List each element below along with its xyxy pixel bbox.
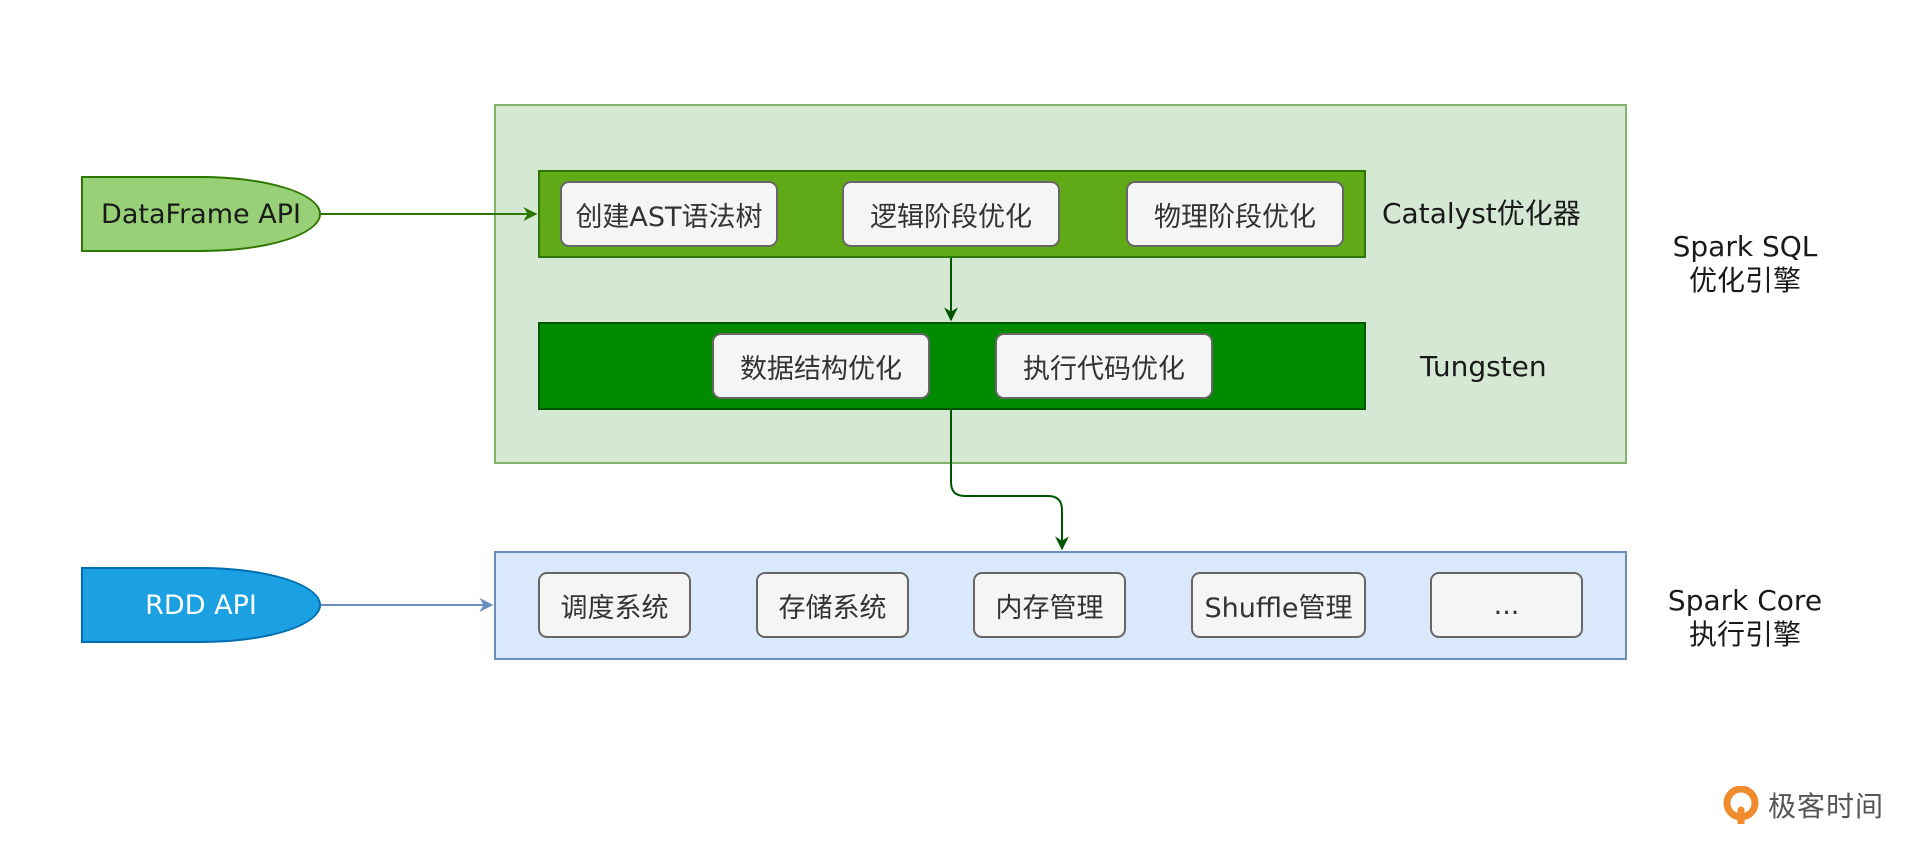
tungsten-band (538, 322, 1366, 410)
spark-core-label-line2: 执行引擎 (1688, 618, 1801, 651)
module-memory-management: 内存管理 (973, 572, 1126, 638)
geektime-logo-text: 极客时间 (1768, 790, 1885, 823)
geektime-logo: 极客时间 (1722, 782, 1902, 828)
spark-sql-label-line1: Spark SQL (1672, 230, 1818, 263)
geektime-logo-icon (1722, 785, 1760, 827)
module-shuffle-management: Shuffle管理 (1191, 572, 1366, 638)
step-logical-optimization: 逻辑阶段优化 (842, 181, 1060, 247)
step-physical-optimization: 物理阶段优化 (1126, 181, 1344, 247)
step-data-structure-optimization: 数据结构优化 (712, 333, 930, 399)
spark-sql-label: Spark SQL 优化引擎 (1640, 230, 1850, 298)
module-more: ... (1430, 572, 1583, 638)
step-create-ast: 创建AST语法树 (560, 181, 778, 247)
module-scheduler: 调度系统 (538, 572, 691, 638)
spark-sql-region (494, 104, 1627, 464)
spark-sql-label-line2: 优化引擎 (1688, 264, 1801, 297)
rdd-api-node: RDD API (81, 567, 321, 643)
spark-core-label-line1: Spark Core (1667, 584, 1823, 617)
module-storage: 存储系统 (756, 572, 909, 638)
step-code-execution-optimization: 执行代码优化 (995, 333, 1213, 399)
tungsten-label: Tungsten (1420, 350, 1547, 383)
catalyst-label: Catalyst优化器 (1382, 197, 1581, 230)
dataframe-api-node: DataFrame API (81, 176, 321, 252)
spark-core-label: Spark Core 执行引擎 (1640, 584, 1850, 652)
